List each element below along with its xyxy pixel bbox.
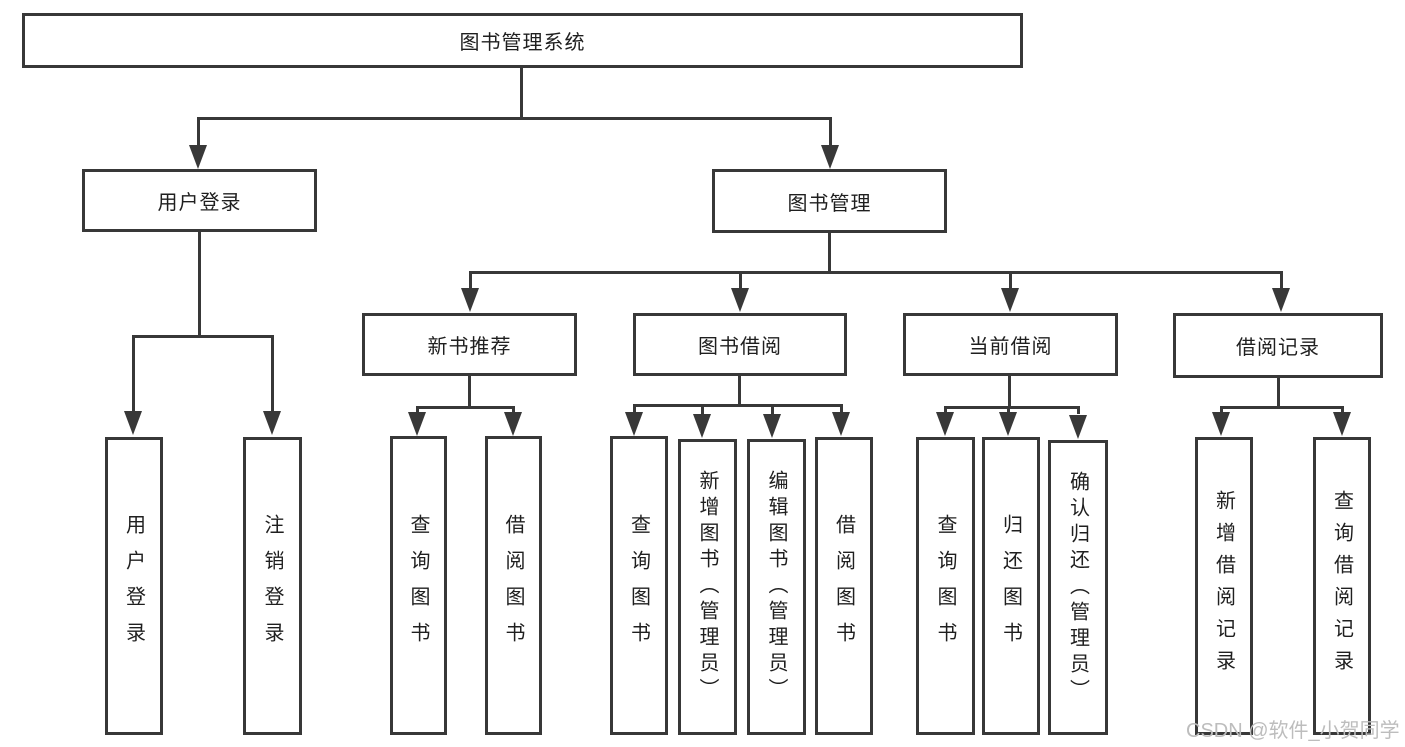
arrow-to-book-management xyxy=(821,145,839,169)
arrow-to-logout-leaf xyxy=(263,411,281,435)
connector-drop-bb-add xyxy=(701,404,704,414)
connector-drop-br-add xyxy=(1220,406,1223,414)
leaf-label: 归还图书 xyxy=(999,514,1022,658)
leaf-newrec-borrow-books: 借阅图书 xyxy=(485,436,542,735)
leaf-label: 编辑图书（管理员） xyxy=(765,470,787,704)
leaf-user-login: 用户登录 xyxy=(105,437,163,735)
arrow-to-newrec-query xyxy=(408,412,426,436)
connector-drop-new-book-rec xyxy=(469,271,472,291)
leaf-br-add-record: 新增借阅记录 xyxy=(1195,437,1253,735)
connector-user-login-stem xyxy=(198,232,201,337)
leaf-label: 注销登录 xyxy=(261,514,283,658)
node-label: 图书管理 xyxy=(787,192,872,215)
arrow-to-br-add xyxy=(1212,412,1230,436)
node-book-management: 图书管理 xyxy=(712,169,947,233)
node-library-management-system: 图书管理系统 xyxy=(22,13,1023,68)
connector-drop-book-borrowing xyxy=(739,271,742,291)
leaf-bb-borrow-books: 借阅图书 xyxy=(815,437,873,735)
connector-drop-newrec-borrow xyxy=(512,406,515,414)
node-label: 新书推荐 xyxy=(427,336,512,358)
leaf-bb-edit-books-admin: 编辑图书（管理员） xyxy=(747,439,806,735)
node-label: 当前借阅 xyxy=(968,336,1053,358)
leaf-bb-query-books: 查询图书 xyxy=(610,436,668,735)
arrow-to-bb-add xyxy=(693,414,711,438)
arrow-to-borrowing-records xyxy=(1272,288,1290,312)
connector-borrowing-bus xyxy=(633,404,843,407)
node-current-borrowing: 当前借阅 xyxy=(903,313,1118,376)
connector-new-rec-bus xyxy=(416,406,515,409)
node-label: 用户登录 xyxy=(157,192,242,214)
leaf-label: 借阅图书 xyxy=(832,514,855,658)
connector-drop-logout-leaf xyxy=(271,335,274,413)
node-label: 图书借阅 xyxy=(698,336,782,358)
connector-drop-bb-edit xyxy=(771,404,774,414)
leaf-label: 新增借阅记录 xyxy=(1212,490,1235,682)
connector-drop-book-management xyxy=(829,117,832,148)
leaf-cb-return-books: 归还图书 xyxy=(982,437,1040,735)
node-label: 借阅记录 xyxy=(1236,337,1320,359)
arrow-to-new-book-rec xyxy=(461,288,479,312)
connector-drop-user-login xyxy=(197,117,200,148)
connector-new-rec-stem xyxy=(468,376,471,409)
connector-root-stem xyxy=(520,68,523,118)
connector-records-stem xyxy=(1277,378,1280,409)
leaf-newrec-query-books: 查询图书 xyxy=(390,436,447,735)
leaf-cb-confirm-return-admin: 确认归还（管理员） xyxy=(1048,440,1108,735)
arrow-to-book-borrowing xyxy=(731,288,749,312)
connector-root-bus xyxy=(197,117,832,120)
connector-book-management-stem xyxy=(828,233,831,274)
arrow-to-br-query xyxy=(1333,412,1351,436)
arrow-to-bb-edit xyxy=(763,414,781,438)
connector-records-bus xyxy=(1220,406,1344,409)
arrow-to-newrec-borrow xyxy=(504,412,522,436)
leaf-bb-add-books-admin: 新增图书（管理员） xyxy=(678,439,737,735)
arrow-to-cb-return xyxy=(999,412,1017,436)
connector-drop-newrec-query xyxy=(416,406,419,414)
arrow-to-current-borrowing xyxy=(1001,288,1019,312)
leaf-cb-query-books: 查询图书 xyxy=(916,437,975,735)
connector-user-login-bus xyxy=(132,335,274,338)
arrow-to-bb-borrow xyxy=(832,412,850,436)
arrow-to-bb-query xyxy=(625,412,643,436)
connector-drop-br-query xyxy=(1341,406,1344,414)
leaf-label: 查询借阅记录 xyxy=(1330,490,1353,682)
csdn-watermark: CSDN @软件_小贺同学 xyxy=(1186,720,1400,742)
leaf-label: 新增图书（管理员） xyxy=(696,470,718,704)
connector-drop-user-login-leaf xyxy=(132,335,135,413)
connector-drop-bb-borrow xyxy=(840,404,843,414)
node-borrowing-records: 借阅记录 xyxy=(1173,313,1383,378)
arrow-to-user-login xyxy=(189,145,207,169)
connector-book-management-bus xyxy=(469,271,1283,274)
connector-drop-cb-query xyxy=(944,406,947,414)
connector-current-stem xyxy=(1008,376,1011,409)
connector-drop-cb-confirm xyxy=(1077,406,1080,414)
node-new-book-recommendation: 新书推荐 xyxy=(362,313,577,376)
leaf-label: 查询图书 xyxy=(627,513,650,658)
leaf-logout: 注销登录 xyxy=(243,437,302,735)
node-label: 图书管理系统 xyxy=(459,32,586,54)
leaf-label: 查询图书 xyxy=(934,514,956,658)
connector-drop-borrowing-records xyxy=(1280,271,1283,291)
node-book-borrowing: 图书借阅 xyxy=(633,313,847,376)
leaf-label: 借阅图书 xyxy=(502,513,524,658)
connector-borrowing-stem xyxy=(738,376,741,407)
leaf-label: 确认归还（管理员） xyxy=(1066,470,1089,705)
node-user-login: 用户登录 xyxy=(82,169,317,232)
connector-current-bus xyxy=(944,406,1080,409)
leaf-label: 用户登录 xyxy=(122,514,145,658)
arrow-to-user-login-leaf xyxy=(124,411,142,435)
connector-drop-current-borrowing xyxy=(1009,271,1012,291)
connector-drop-cb-return xyxy=(1007,406,1010,414)
arrow-to-cb-confirm xyxy=(1069,415,1087,439)
leaf-br-query-record: 查询借阅记录 xyxy=(1313,437,1371,735)
leaf-label: 查询图书 xyxy=(407,513,429,658)
arrow-to-cb-query xyxy=(936,412,954,436)
connector-drop-bb-query xyxy=(633,404,636,414)
